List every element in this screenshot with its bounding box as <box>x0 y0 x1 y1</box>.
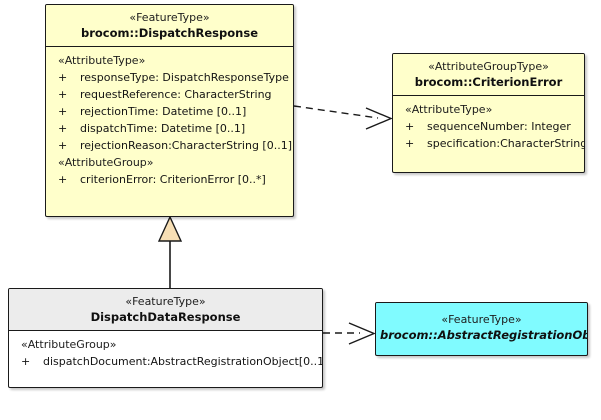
class-header-dispatch-data-response: «FeatureType» DispatchDataResponse <box>9 289 322 331</box>
attribute-label: criterionError: CriterionError [0..*] <box>80 173 266 186</box>
attribute-visibility: + <box>58 71 68 84</box>
class-box-dispatch-response[interactable]: «FeatureType» brocom::DispatchResponse «… <box>45 4 294 217</box>
attribute-row[interactable]: + dispatchDocument:AbstractRegistrationOb… <box>9 353 322 370</box>
attribute-row[interactable]: + dispatchTime: Datetime [0..1] <box>46 120 293 137</box>
attribute-visibility: + <box>58 122 68 135</box>
class-body-dispatch-response: «AttributeType» + responseType: DispatchR… <box>46 47 293 193</box>
class-stereotype: «FeatureType» <box>441 313 522 326</box>
attribute-visibility: + <box>58 88 68 101</box>
attribute-label: specification:CharacterString <box>427 137 585 150</box>
section-label-attributetype: «AttributeType» <box>405 103 493 116</box>
class-box-criterion-error[interactable]: «AttributeGroupType» brocom::CriterionEr… <box>392 53 585 173</box>
attribute-row[interactable]: + specification:CharacterString <box>393 135 584 152</box>
class-stereotype: «AttributeGroupType» <box>428 60 549 73</box>
class-box-abstract-registration-object[interactable]: «FeatureType» brocom::AbstractRegistrati… <box>375 302 588 356</box>
class-box-dispatch-data-response[interactable]: «FeatureType» DispatchDataResponse «Attr… <box>8 288 323 388</box>
attribute-label: responseType: DispatchResponseType <box>80 71 289 84</box>
class-header-dispatch-response: «FeatureType» brocom::DispatchResponse <box>46 5 293 47</box>
attribute-visibility: + <box>405 137 415 150</box>
attribute-label: requestReference: CharacterString <box>80 88 272 101</box>
attribute-label: rejectionTime: Datetime [0..1] <box>80 105 247 118</box>
attribute-row[interactable]: + requestReference: CharacterString <box>46 86 293 103</box>
attribute-row[interactable]: + sequenceNumber: Integer <box>393 118 584 135</box>
dependency-dispatchresponse-criterionerror <box>293 105 393 130</box>
attribute-visibility: + <box>58 173 68 186</box>
class-header-abstract-registration-object: «FeatureType» brocom::AbstractRegistrati… <box>376 303 587 348</box>
class-name: brocom::CriterionError <box>414 75 563 89</box>
attribute-label: rejectionReason:CharacterString [0..1] <box>80 139 292 152</box>
attribute-label: dispatchTime: Datetime [0..1] <box>80 122 246 135</box>
class-name: DispatchDataResponse <box>90 310 241 324</box>
attribute-row[interactable]: + criterionError: CriterionError [0..*] <box>46 171 293 188</box>
section-label-attributegroup: «AttributeGroup» <box>21 338 117 351</box>
class-stereotype: «FeatureType» <box>125 295 206 308</box>
class-body-criterion-error: «AttributeType» + sequenceNumber: Integer… <box>393 96 584 157</box>
attribute-visibility: + <box>58 105 68 118</box>
section-label-attributetype: «AttributeType» <box>58 54 146 67</box>
attribute-label: sequenceNumber: Integer <box>427 120 571 133</box>
attribute-row[interactable]: + responseType: DispatchResponseType <box>46 69 293 86</box>
attribute-row[interactable]: + rejectionReason:CharacterString [0..1] <box>46 137 293 154</box>
attribute-visibility: + <box>58 139 68 152</box>
class-header-criterion-error: «AttributeGroupType» brocom::CriterionEr… <box>393 54 584 96</box>
attribute-row[interactable]: + rejectionTime: Datetime [0..1] <box>46 103 293 120</box>
attribute-label: dispatchDocument:AbstractRegistrationObj… <box>43 355 323 368</box>
class-name: brocom::AbstractRegistrationObject <box>380 328 587 342</box>
generalization-dispatchdataresponse-dispatchresponse <box>157 215 183 288</box>
section-label-attributegroup: «AttributeGroup» <box>58 156 154 169</box>
attribute-visibility: + <box>405 120 415 133</box>
class-stereotype: «FeatureType» <box>129 11 210 24</box>
attribute-visibility: + <box>21 355 31 368</box>
class-body-dispatch-data-response: «AttributeGroup» + dispatchDocument:Abstr… <box>9 331 322 375</box>
dependency-dispatchdataresponse-abstractregistrationobject <box>323 322 376 345</box>
class-name: brocom::DispatchResponse <box>81 26 258 40</box>
